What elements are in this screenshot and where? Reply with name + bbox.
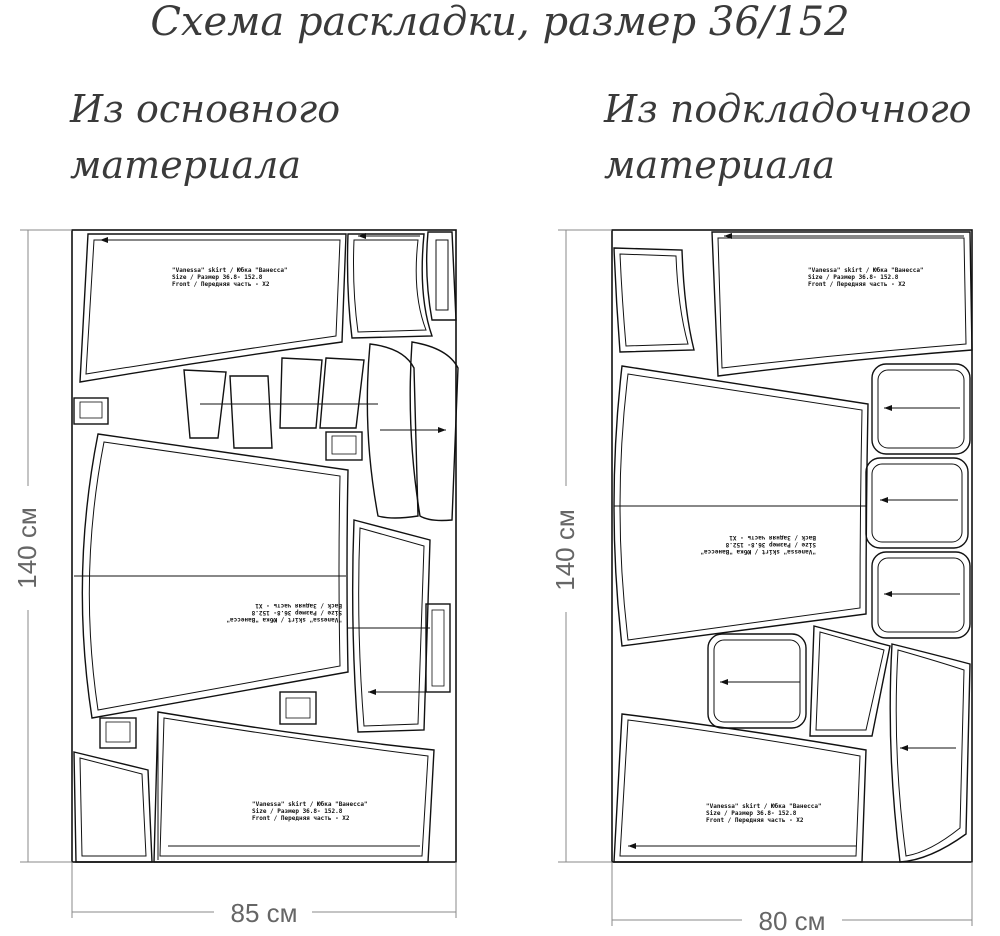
back-label-left-3: Back / Задняя часть - X1 [255,602,342,609]
left-height-label: 140 см [12,507,42,588]
right-heading-line2: материала [604,143,835,187]
front-piece-top [79,233,347,383]
layout-title: Схема раскладки, размер 36/152 [150,0,850,45]
lining-front-label-b1: "Vanessa" skirt / Юбка "Ванесса" [706,803,822,810]
front-label-top-2: Size / Размер 36.8- 152.8 [172,274,263,281]
lining-back-label-3: Back / Задняя часть - X1 [729,534,816,541]
left-width-label: 85 см [230,898,297,928]
right-width-label: 80 см [758,906,825,936]
left-heading-line2: материала [70,143,301,187]
right-heading-line1: Из подкладочного [604,87,972,131]
front-label-top-3: Front / Передняя часть - X2 [172,281,270,288]
lining-back-label-2: Size / Размер 36.8- 152.8 [725,541,816,548]
back-piece [74,433,349,719]
main-fabric-sheet [71,229,459,863]
front-label-bottom-2: Size / Размер 36.8- 152.8 [252,808,343,815]
lining-front-label-1: "Vanessa" skirt / Юбка "Ванесса" [808,267,924,274]
lining-back-label-1: "Vanessa" skirt / Юбка "Ванесса" [700,548,816,555]
front-label-top-1: "Vanessa" skirt / Юбка "Ванесса" [172,267,288,274]
lining-front-label-2: Size / Размер 36.8- 152.8 [808,274,899,281]
lining-front-label-b3: Front / Передняя часть - X2 [706,817,804,824]
back-label-left-1: "Vanessa" skirt / Юбка "Ванесса" [226,616,342,623]
left-heading-line1: Из основного [70,87,341,131]
front-label-bottom-1: "Vanessa" skirt / Юбка "Ванесса" [252,801,368,808]
lining-front-bottom [613,713,867,863]
lining-sheet [611,229,973,863]
front-piece-bottom [153,711,435,863]
right-dimension-lines [558,229,973,926]
left-dimension-lines [20,229,457,918]
lining-front-top [711,231,973,377]
lining-front-label-b2: Size / Размер 36.8- 152.8 [706,810,797,817]
yoke-piece [346,233,433,339]
front-label-bottom-3: Front / Передняя часть - X2 [252,815,350,822]
facing-piece [425,231,457,321]
back-label-left-2: Size / Размер 36.8- 152.8 [251,609,342,616]
lining-front-label-3: Front / Передняя часть - X2 [808,281,906,288]
right-height-label: 140 см [550,509,580,590]
